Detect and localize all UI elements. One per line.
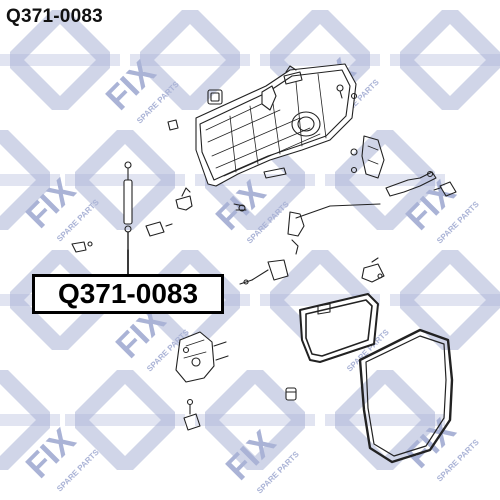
hinge-bracket-left <box>71 187 247 253</box>
weatherstrip-seal <box>358 328 454 464</box>
tailgate-trim-panel <box>195 63 357 187</box>
small-parts-upper-left <box>167 65 358 179</box>
latch-assembly-right <box>350 135 457 197</box>
window-glass-frame <box>299 293 379 363</box>
rod-linkage <box>239 203 381 285</box>
callout-label: Q371-0083 <box>57 278 199 309</box>
page-title: Q371-0083 <box>6 6 103 27</box>
bump-stop <box>285 387 297 401</box>
part-number-callout: Q371-0083 <box>32 274 224 314</box>
lower-latch-module <box>175 331 229 431</box>
striker-bracket <box>361 257 385 283</box>
